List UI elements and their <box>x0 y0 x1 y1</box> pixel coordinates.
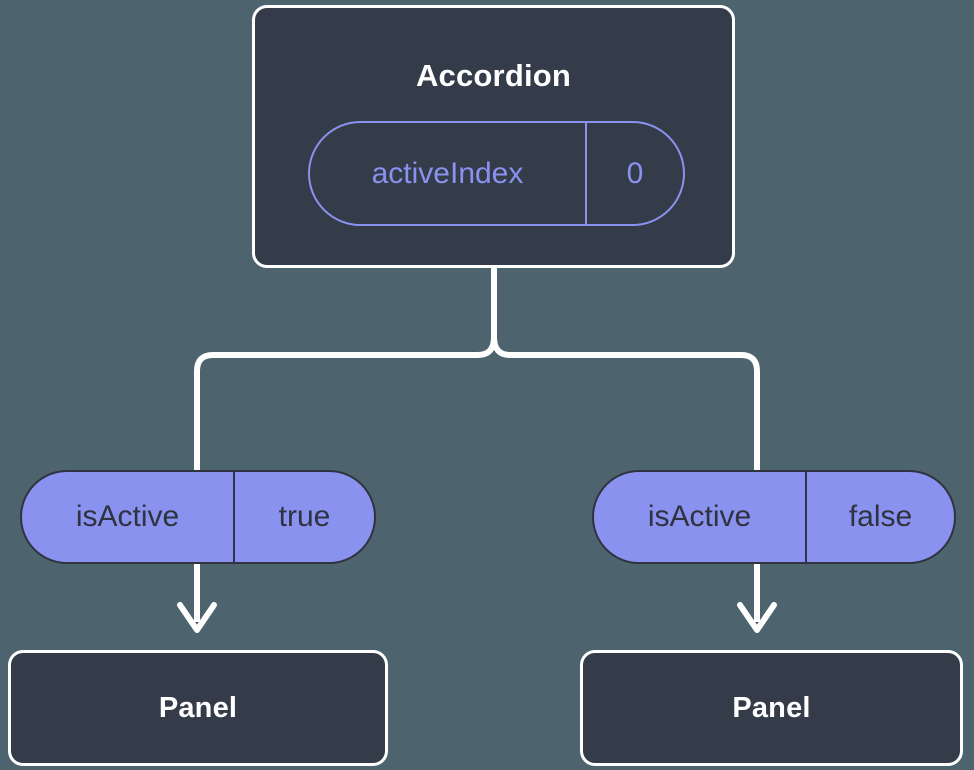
node-accordion-title: Accordion <box>415 58 572 93</box>
prop-badge-active-index-value: 0 <box>585 123 683 224</box>
prop-badge-active-index[interactable]: activeIndex 0 <box>308 121 685 226</box>
fork-connector <box>194 265 497 473</box>
prop-badge-active-index-key: activeIndex <box>371 156 524 190</box>
arrow-head-right <box>737 602 777 633</box>
node-accordion[interactable]: Accordion activeIndex 0 <box>252 5 735 268</box>
prop-badge-is-active-false-key: isActive <box>647 500 752 533</box>
prop-badge-is-active-true-key: isActive <box>75 500 180 533</box>
prop-badge-is-active-false-value: false <box>805 472 954 562</box>
prop-badge-is-active-true[interactable]: isActive true <box>20 470 376 564</box>
fork-connector-right <box>491 265 760 473</box>
prop-badge-is-active-false[interactable]: isActive false <box>592 470 956 564</box>
node-panel-left-title: Panel <box>158 691 238 724</box>
node-panel-left[interactable]: Panel <box>8 650 388 766</box>
prop-badge-is-active-true-value: true <box>233 472 374 562</box>
node-panel-right-title: Panel <box>732 691 811 724</box>
arrow-head-left <box>177 602 217 633</box>
node-panel-right[interactable]: Panel <box>580 650 963 766</box>
